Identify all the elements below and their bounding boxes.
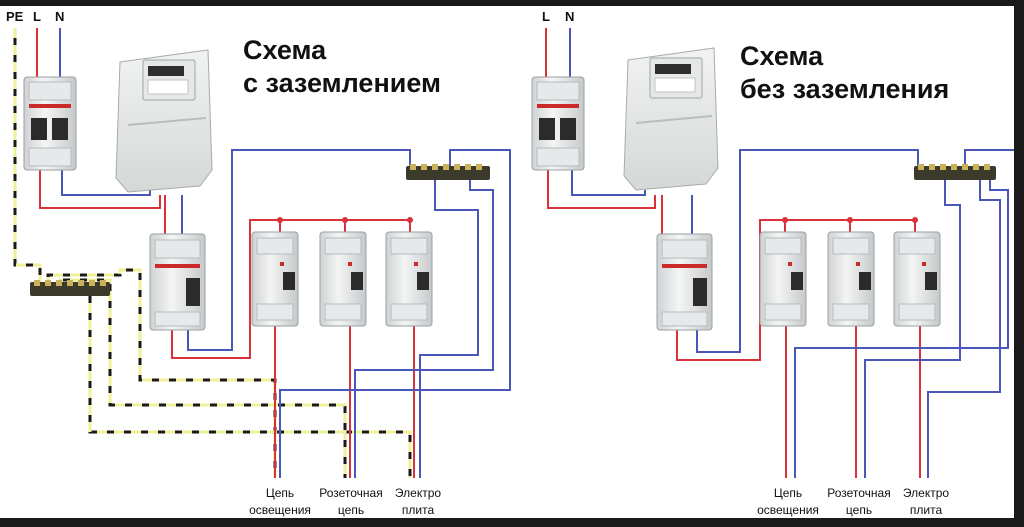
wire-label-l-right: L	[542, 9, 550, 24]
circuit-label-lighting-left-1: Цепь	[265, 486, 295, 500]
circuit-label-lighting-right: Цепь освещения	[753, 485, 823, 519]
circuit-breakers-right	[759, 231, 941, 327]
wire-label-n-right: N	[565, 9, 575, 24]
input-breaker-left	[23, 76, 77, 171]
right-border	[1014, 0, 1024, 527]
circuit-label-outlet-right: Розеточная цепь	[821, 485, 897, 519]
neutral-wires-right	[569, 28, 1016, 478]
circuit-label-stove-right-1: Электро	[902, 486, 950, 500]
phase-wires-right	[545, 28, 921, 478]
circuit-label-outlet-right-2: цепь	[845, 503, 873, 517]
circuit-label-outlet-left-1: Розеточная	[319, 486, 383, 500]
circuit-label-outlet-left: Розеточная цепь	[313, 485, 389, 519]
title-left: Схема с заземлением	[243, 34, 441, 100]
circuit-label-outlet-right-1: Розеточная	[827, 486, 891, 500]
wire-label-l-left: L	[33, 9, 41, 24]
junction-dots-right	[782, 217, 918, 223]
neutral-busbar-right	[914, 164, 996, 180]
circuit-breakers-left	[251, 231, 433, 327]
circuit-label-stove-left-2: плита	[401, 503, 435, 517]
rcd-left	[149, 233, 206, 331]
junction-dots-left	[277, 217, 413, 223]
title-right-line2: без заземления	[740, 74, 950, 104]
bottom-border	[0, 518, 1024, 527]
circuit-label-stove-left-1: Электро	[394, 486, 442, 500]
circuit-label-stove-left: Электро плита	[389, 485, 447, 519]
rcd-right	[656, 233, 713, 331]
ground-busbar-left	[30, 280, 110, 296]
circuit-label-outlet-left-2: цепь	[337, 503, 365, 517]
neutral-busbar-left	[406, 164, 490, 180]
wire-label-n-left: N	[55, 9, 65, 24]
wire-label-pe: PE	[6, 9, 24, 24]
neutral-wires-left	[59, 28, 511, 478]
electricity-meter-right	[623, 47, 719, 191]
title-right: Схема без заземления	[740, 40, 949, 106]
title-left-line2: с заземлением	[243, 68, 441, 98]
title-left-line1: Схема	[243, 35, 327, 65]
circuit-label-lighting-left-2: освещения	[249, 503, 311, 517]
circuit-label-lighting-left: Цепь освещения	[245, 485, 315, 519]
circuit-label-stove-right-2: плита	[909, 503, 943, 517]
electricity-meter-left	[115, 49, 213, 193]
circuit-label-lighting-right-1: Цепь	[773, 486, 803, 500]
title-right-line1: Схема	[740, 41, 824, 71]
top-border	[0, 0, 1024, 6]
circuit-label-lighting-right-2: освещения	[757, 503, 819, 517]
input-breaker-right	[531, 76, 585, 171]
circuit-label-stove-right: Электро плита	[897, 485, 955, 519]
